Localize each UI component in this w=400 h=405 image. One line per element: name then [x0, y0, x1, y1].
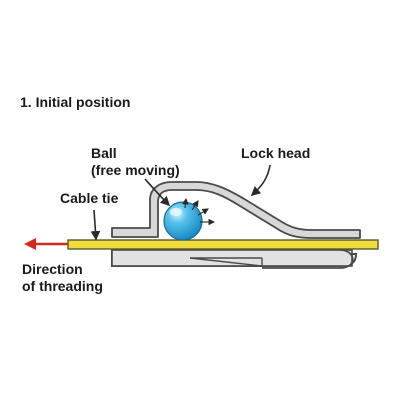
cable-tie-strap — [67, 239, 379, 250]
direction-label: Direction of threading — [22, 261, 103, 295]
lock-head-label: Lock head — [241, 145, 311, 161]
leader-lines — [90, 164, 271, 241]
lock-head — [111, 181, 361, 239]
lock-body-base — [111, 248, 358, 269]
ball-label: Ball (free moving) — [91, 145, 180, 179]
ball-label-line1: Ball — [91, 145, 117, 161]
direction-label-line1: Direction — [22, 261, 83, 277]
arrow-left-icon — [24, 238, 68, 250]
direction-label-line2: of threading — [22, 278, 103, 294]
ball-movement-arrows — [182, 197, 216, 226]
ball-label-line2: (free moving) — [91, 162, 180, 178]
ball — [163, 201, 203, 241]
cable-tie-label: Cable tie — [60, 190, 119, 206]
diagram-title: 1. Initial position — [20, 94, 131, 110]
